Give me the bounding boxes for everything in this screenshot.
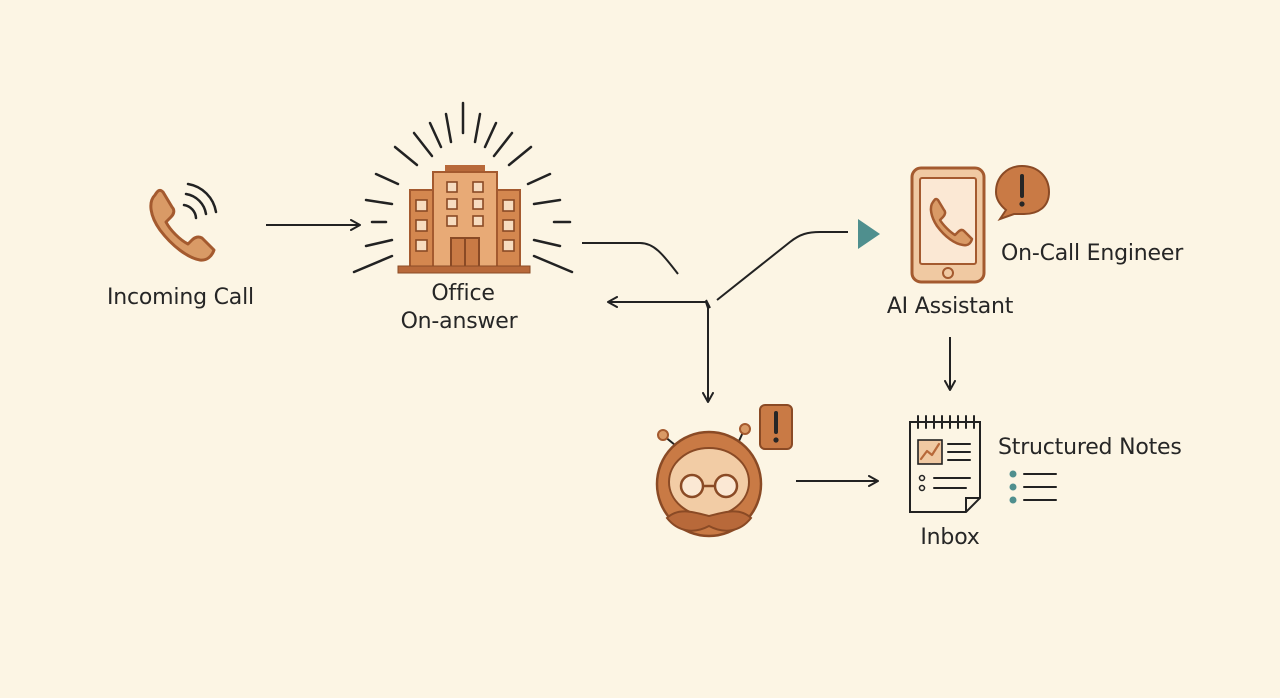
inbox-label: Inbox — [920, 525, 980, 550]
ai-assistant-label: AI Assistant — [886, 294, 1014, 319]
office-sublabel: On-answer — [400, 309, 518, 334]
office-building-icon — [352, 101, 574, 274]
connector-center-to-phone — [716, 231, 848, 301]
alert-badge-icon — [759, 404, 793, 450]
alert-speech-bubble-icon — [994, 164, 1051, 221]
structured-notes-label: Structured Notes — [998, 435, 1182, 460]
arrow-junction-to-agent — [702, 301, 714, 403]
notepad-document-icon — [909, 415, 981, 513]
arrow-junction-to-office — [608, 300, 711, 308]
connector-office-to-center — [582, 242, 679, 275]
robot-face-icon — [655, 423, 763, 538]
play-triangle-icon — [858, 219, 880, 249]
smartphone-icon — [910, 166, 986, 284]
phone-ringing-icon — [149, 182, 218, 262]
on-call-engineer-label: On-Call Engineer — [1001, 241, 1184, 266]
bulleted-list-icon — [1009, 470, 1057, 504]
incoming-call-label: Incoming Call — [107, 285, 254, 310]
office-label: Office — [431, 281, 495, 306]
